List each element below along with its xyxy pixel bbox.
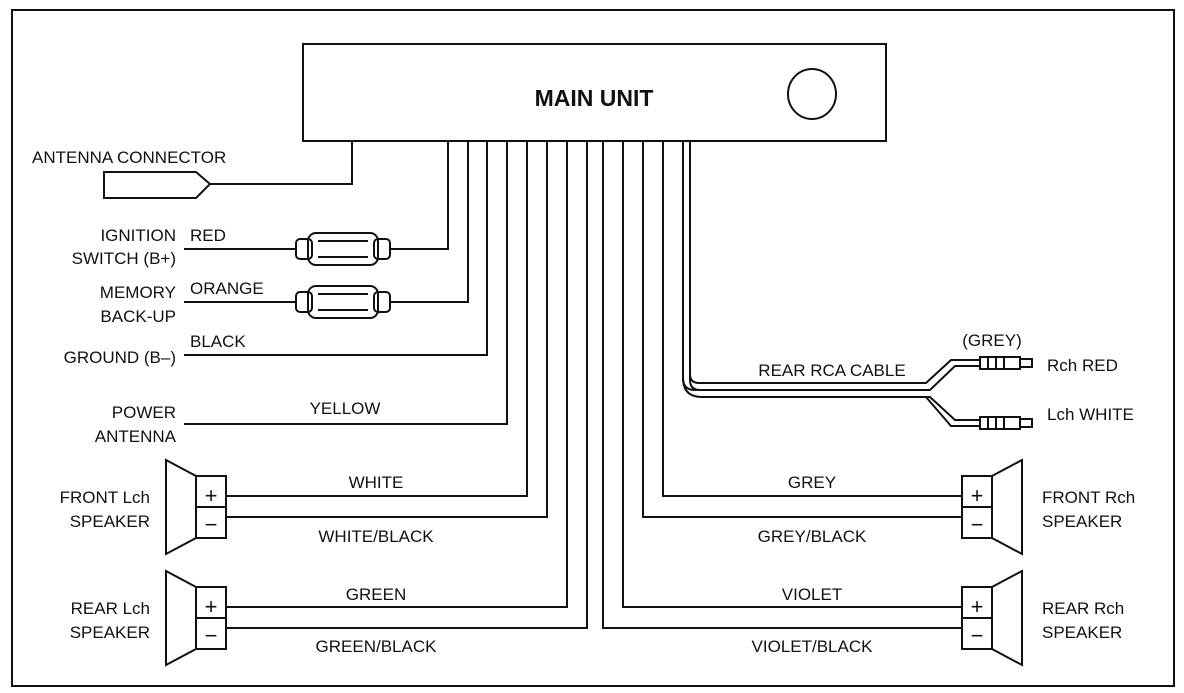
power-antenna-wire-color: YELLOW (310, 399, 381, 418)
memory-label-line1: MEMORY (100, 283, 176, 302)
front-left-label-line2: SPEAKER (70, 512, 150, 531)
front-left-speaker: FRONT Lch SPEAKER + − WHITE WHITE/BLACK (60, 141, 548, 556)
ground-label: GROUND (B–) (64, 348, 176, 367)
ignition-label-line2: SWITCH (B+) (72, 249, 176, 268)
rca-right-channel-label: Rch RED (1047, 356, 1118, 375)
ignition-wire: IGNITION SWITCH (B+) RED (72, 141, 449, 268)
antenna-connector-label: ANTENNA CONNECTOR (32, 148, 226, 167)
plus-terminal: + (971, 594, 984, 619)
plus-terminal: + (205, 483, 218, 508)
minus-terminal: − (205, 512, 218, 537)
antenna-connector: ANTENNA CONNECTOR (32, 141, 353, 199)
plus-terminal: + (971, 483, 984, 508)
fuse-holder-icon (295, 285, 391, 319)
volume-knob-icon (787, 68, 837, 120)
power-antenna-label-line2: ANTENNA (95, 427, 177, 446)
front-left-plus-wire-color: WHITE (349, 473, 404, 492)
ignition-wire-color: RED (190, 226, 226, 245)
rear-left-label-line1: REAR Lch (71, 599, 150, 618)
rear-left-plus-wire-color: GREEN (346, 585, 406, 604)
rear-rca-cable: (GREY) REAR RCA CABLE Rch RED Lch WHITE (682, 141, 1134, 430)
main-unit: MAIN UNIT (302, 43, 887, 142)
main-unit-title: MAIN UNIT (535, 85, 654, 111)
fuse-holder-icon (295, 232, 391, 266)
rear-right-speaker: REAR Rch SPEAKER + − VIOLET VIOLET/BLACK (602, 141, 1124, 667)
rear-right-plus-wire-color: VIOLET (782, 585, 842, 604)
front-right-plus-wire-color: GREY (788, 473, 836, 492)
front-right-label-line1: FRONT Rch (1042, 488, 1135, 507)
plus-terminal: + (205, 594, 218, 619)
memory-label-line2: BACK-UP (100, 307, 176, 326)
rear-right-minus-wire-color: VIOLET/BLACK (752, 637, 874, 656)
minus-terminal: − (971, 623, 984, 648)
power-antenna-wire: POWER ANTENNA YELLOW (95, 141, 508, 446)
diagram-border (11, 9, 1175, 687)
rear-right-label-line1: REAR Rch (1042, 599, 1124, 618)
front-left-label-line1: FRONT Lch (60, 488, 150, 507)
ground-wire: GROUND (B–) BLACK (64, 141, 488, 367)
rear-left-label-line2: SPEAKER (70, 623, 150, 642)
memory-wire: MEMORY BACK-UP ORANGE (100, 141, 469, 326)
power-antenna-label-line1: POWER (112, 403, 176, 422)
speaker-icon (165, 458, 227, 556)
minus-terminal: − (205, 623, 218, 648)
front-right-minus-wire-color: GREY/BLACK (758, 527, 867, 546)
speaker-icon (961, 458, 1023, 556)
front-right-label-line2: SPEAKER (1042, 512, 1122, 531)
rca-plug-icon (979, 416, 1033, 430)
rca-plug-icon (979, 356, 1033, 370)
rear-left-minus-wire-color: GREEN/BLACK (316, 637, 438, 656)
rca-left-channel-label: Lch WHITE (1047, 405, 1134, 424)
front-left-minus-wire-color: WHITE/BLACK (318, 527, 434, 546)
minus-terminal: − (971, 512, 984, 537)
memory-wire-color: ORANGE (190, 279, 264, 298)
speaker-icon (165, 569, 227, 667)
ground-wire-color: BLACK (190, 332, 246, 351)
ignition-label-line1: IGNITION (100, 226, 176, 245)
rca-cable-label: REAR RCA CABLE (758, 361, 905, 380)
front-right-speaker: FRONT Rch SPEAKER + − GREY GREY/BLACK (642, 141, 1135, 556)
rca-jacket-color: (GREY) (962, 331, 1022, 350)
rear-right-label-line2: SPEAKER (1042, 623, 1122, 642)
speaker-icon (961, 569, 1023, 667)
rear-left-speaker: REAR Lch SPEAKER + − GREEN GREEN/BLACK (70, 141, 588, 667)
